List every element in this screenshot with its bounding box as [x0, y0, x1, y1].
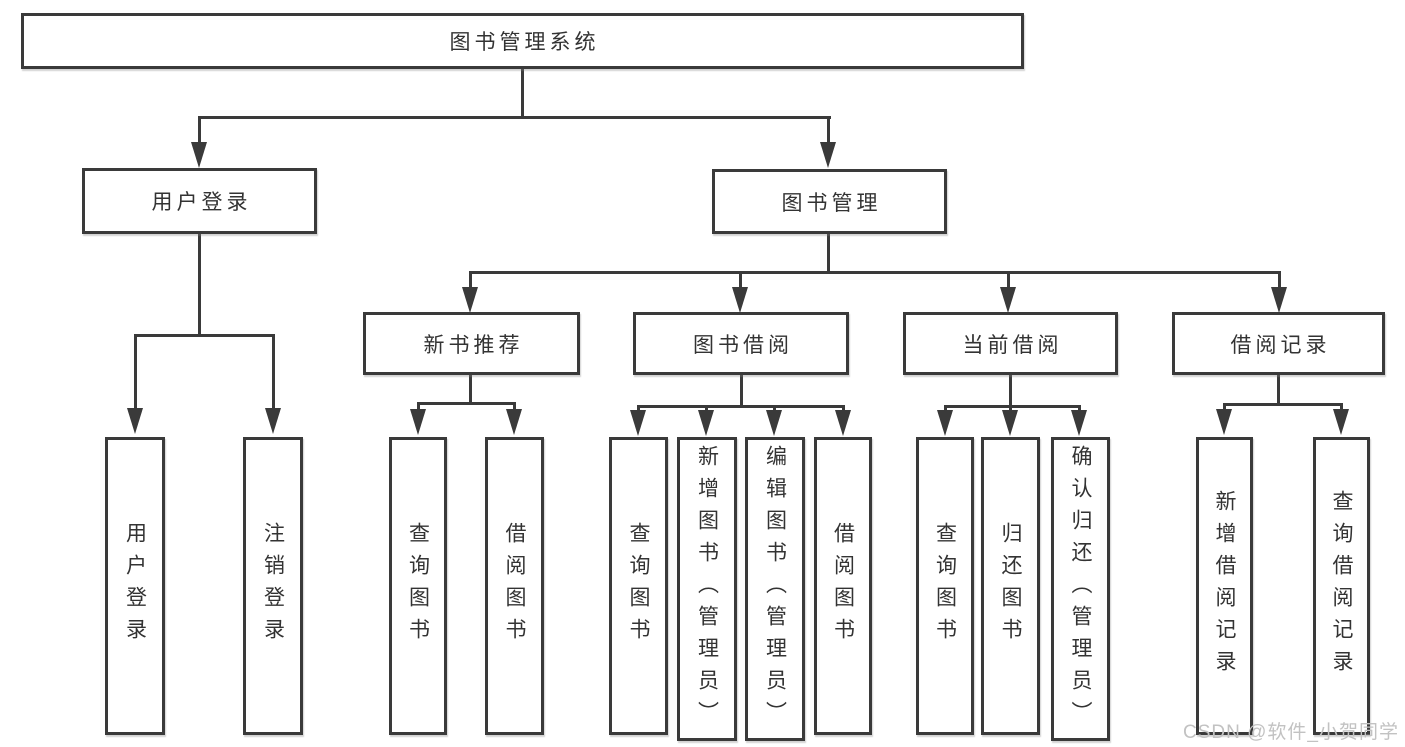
node-new-book-recommend-label: 新书推荐	[423, 333, 524, 357]
connector-line	[827, 234, 830, 274]
node-leaf-add-book-admin: 新增图书（管理员）	[677, 437, 737, 741]
node-leaf-add-borrow-record: 新增借阅记录	[1196, 437, 1253, 735]
connector-line	[1223, 403, 1343, 406]
connector-line	[739, 271, 742, 289]
node-book-borrow: 图书借阅	[633, 312, 849, 375]
arrowhead-down-icon	[937, 410, 953, 436]
node-leaf-query-borrow-record: 查询借阅记录	[1313, 437, 1370, 735]
node-leaf-query-book-b: 查询图书	[609, 437, 668, 735]
connector-line	[134, 334, 137, 410]
node-leaf-confirm-return-admin-label: 确认归还（管理员）	[1069, 445, 1092, 733]
connector-line	[521, 69, 524, 118]
arrowhead-down-icon	[1071, 410, 1087, 436]
connector-line	[637, 405, 845, 408]
node-leaf-query-book-b-label: 查询图书	[627, 522, 650, 650]
connector-line	[417, 402, 420, 411]
node-leaf-borrow-book-b-label: 借阅图书	[831, 522, 855, 650]
node-book-management-label: 图书管理	[781, 191, 882, 215]
arrowhead-down-icon	[1000, 287, 1016, 313]
arrowhead-down-icon	[820, 142, 836, 168]
node-user-login-label: 用户登录	[151, 191, 252, 214]
connector-line	[637, 405, 640, 412]
connector-line	[1340, 403, 1343, 411]
node-leaf-borrow-book-b: 借阅图书	[814, 437, 872, 735]
node-leaf-logout-login: 注销登录	[243, 437, 303, 735]
arrowhead-down-icon	[835, 410, 851, 436]
connector-line	[1009, 375, 1012, 408]
connector-line	[469, 271, 1281, 274]
node-new-book-recommend: 新书推荐	[363, 312, 580, 375]
connector-line	[198, 116, 201, 144]
node-book-management: 图书管理	[712, 169, 947, 234]
node-leaf-return-book: 归还图书	[981, 437, 1040, 735]
node-leaf-confirm-return-admin: 确认归还（管理员）	[1051, 437, 1110, 741]
node-book-borrow-label: 图书借阅	[693, 333, 793, 357]
connector-line	[469, 375, 472, 405]
node-leaf-borrow-book-a: 借阅图书	[485, 437, 544, 735]
connector-line	[773, 405, 776, 412]
arrowhead-down-icon	[127, 408, 143, 434]
node-leaf-borrow-book-a-label: 借阅图书	[503, 522, 526, 650]
node-leaf-query-book-a-label: 查询图书	[406, 522, 430, 650]
connector-line	[513, 402, 516, 411]
arrowhead-down-icon	[1216, 409, 1232, 435]
node-leaf-query-book-c: 查询图书	[916, 437, 974, 735]
connector-line	[705, 405, 708, 412]
node-leaf-add-borrow-record-label: 新增借阅记录	[1213, 490, 1236, 682]
arrowhead-down-icon	[630, 410, 646, 436]
connector-line	[417, 402, 516, 405]
arrowhead-down-icon	[506, 409, 522, 435]
node-root-label: 图书管理系统	[449, 31, 600, 54]
connector-line	[944, 405, 947, 412]
node-leaf-add-book-admin-label: 新增图书（管理员）	[695, 445, 719, 733]
arrowhead-down-icon	[1271, 287, 1287, 313]
connector-line	[134, 334, 275, 337]
connector-line	[842, 405, 845, 412]
connector-line	[198, 116, 831, 119]
connector-line	[1007, 271, 1010, 289]
node-leaf-logout-login-label: 注销登录	[261, 522, 285, 650]
node-leaf-edit-book-admin-label: 编辑图书（管理员）	[763, 445, 787, 733]
arrowhead-down-icon	[766, 410, 782, 436]
arrowhead-down-icon	[698, 410, 714, 436]
arrowhead-down-icon	[732, 287, 748, 313]
connector-line	[469, 271, 472, 289]
arrowhead-down-icon	[1002, 410, 1018, 436]
connector-line	[827, 116, 830, 144]
node-leaf-query-book-c-label: 查询图书	[933, 522, 957, 650]
connector-line	[1277, 375, 1280, 406]
connector-line	[198, 233, 201, 337]
connector-line	[1009, 405, 1012, 412]
connector-line	[272, 334, 275, 410]
node-leaf-user-login-label: 用户登录	[123, 522, 147, 650]
connector-line	[1078, 405, 1081, 412]
arrowhead-down-icon	[410, 409, 426, 435]
node-leaf-query-borrow-record-label: 查询借阅记录	[1330, 490, 1353, 682]
connector-line	[1223, 403, 1226, 411]
connector-line	[1278, 271, 1281, 289]
node-borrow-record: 借阅记录	[1172, 312, 1385, 375]
node-user-login: 用户登录	[82, 168, 317, 234]
arrowhead-down-icon	[1333, 409, 1349, 435]
node-leaf-query-book-a: 查询图书	[389, 437, 447, 735]
node-current-borrow-label: 当前借阅	[962, 333, 1063, 357]
connector-line	[944, 405, 1081, 408]
node-leaf-edit-book-admin: 编辑图书（管理员）	[745, 437, 805, 741]
node-borrow-record-label: 借阅记录	[1230, 333, 1331, 357]
connector-line	[740, 375, 743, 408]
node-leaf-return-book-label: 归还图书	[999, 522, 1022, 650]
node-leaf-user-login: 用户登录	[105, 437, 165, 735]
arrowhead-down-icon	[462, 287, 478, 313]
arrowhead-down-icon	[265, 408, 281, 434]
node-current-borrow: 当前借阅	[903, 312, 1118, 375]
node-root: 图书管理系统	[21, 13, 1024, 69]
arrowhead-down-icon	[191, 142, 207, 168]
